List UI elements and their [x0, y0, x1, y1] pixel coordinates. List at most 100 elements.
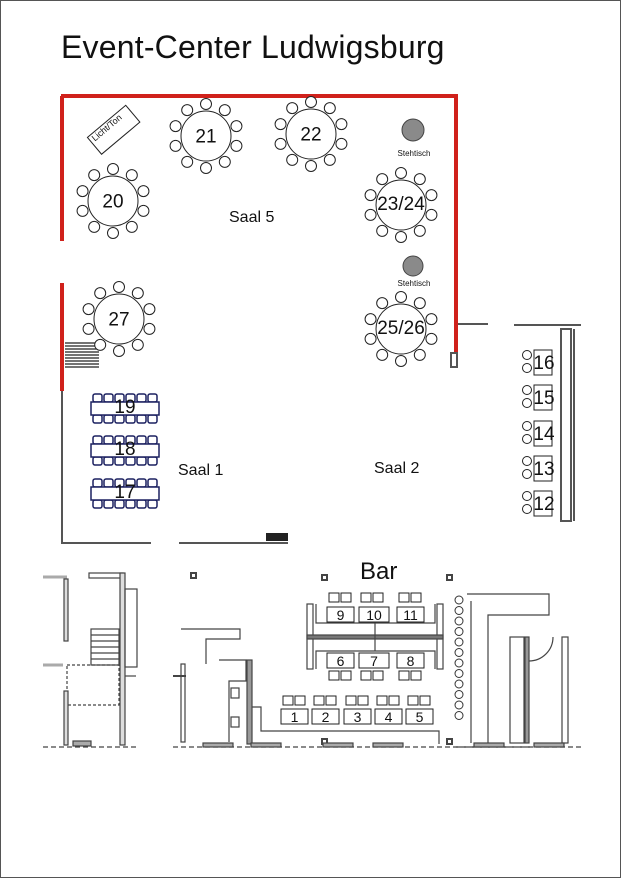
chair	[345, 695, 357, 706]
bar-stool	[454, 627, 464, 636]
chair	[522, 434, 532, 444]
room-label-saal1: Saal 1	[178, 462, 223, 479]
table-top	[90, 443, 160, 458]
side-table: 16	[522, 349, 555, 376]
chair	[92, 414, 103, 424]
table-top	[285, 108, 337, 160]
chair	[286, 153, 299, 166]
table-top	[358, 652, 390, 669]
bar-stool	[454, 658, 464, 668]
chair	[376, 297, 389, 310]
table-top	[90, 486, 160, 501]
chair	[522, 469, 532, 479]
side-table: 12	[522, 490, 555, 517]
table-top	[343, 708, 372, 725]
table-number: 15	[533, 388, 554, 409]
chair	[103, 456, 114, 466]
chair	[357, 695, 369, 706]
table-number: 14	[533, 424, 555, 445]
chair	[335, 118, 348, 131]
chair	[169, 120, 182, 133]
chair	[522, 363, 532, 373]
table-top	[326, 652, 355, 669]
chair	[136, 393, 147, 403]
chair	[335, 137, 348, 150]
chair	[230, 120, 243, 133]
table-number: 25/26	[377, 318, 425, 339]
chair	[274, 118, 287, 131]
table-top	[533, 349, 553, 376]
chair	[372, 592, 384, 603]
chair	[340, 670, 352, 681]
table-top	[326, 606, 355, 623]
chair	[92, 478, 103, 488]
chair	[376, 173, 389, 186]
chair	[274, 137, 287, 150]
chair	[131, 338, 144, 351]
chair	[76, 204, 89, 217]
round-table: 23/24	[364, 167, 438, 243]
chair	[218, 155, 231, 168]
chair	[425, 313, 438, 326]
table-number: 10	[366, 607, 382, 623]
banquet-table: 19	[90, 393, 160, 424]
chair	[103, 414, 114, 424]
chair	[395, 291, 407, 303]
chair	[323, 153, 336, 166]
side-table: 14	[522, 420, 555, 447]
chair	[294, 695, 306, 706]
table-number: 16	[533, 353, 554, 374]
round-table: 22	[274, 96, 348, 172]
chair	[364, 208, 377, 221]
chair	[407, 695, 419, 706]
chair	[376, 695, 388, 706]
chair	[425, 208, 438, 221]
table-top	[180, 110, 232, 162]
table-number: 22	[300, 125, 321, 146]
chair	[522, 491, 532, 501]
table-number: 6	[337, 653, 345, 669]
chair	[376, 348, 389, 361]
chair	[364, 332, 377, 345]
bar-table: 5	[405, 695, 434, 725]
table-top	[375, 303, 427, 355]
room-label-bar: Bar	[360, 558, 397, 585]
table-number: 13	[533, 459, 554, 480]
bar-table: 6	[326, 652, 355, 681]
chair	[360, 670, 372, 681]
chair	[305, 96, 317, 108]
bar-table: 7	[358, 652, 390, 681]
chair	[88, 220, 101, 233]
bar-stool	[454, 637, 464, 647]
chair	[522, 421, 532, 431]
round-table: 20	[76, 163, 150, 239]
radiator	[266, 533, 288, 541]
table-number: 3	[354, 709, 362, 725]
chair	[136, 478, 147, 488]
table-number: 4	[385, 709, 393, 725]
chair	[181, 155, 194, 168]
chair	[410, 670, 422, 681]
chair	[76, 185, 89, 198]
bar-structure	[43, 572, 581, 748]
table-number: 21	[195, 127, 216, 148]
side-table: 13	[522, 455, 555, 482]
chair	[376, 224, 389, 237]
chair	[395, 355, 407, 367]
bar-table: 2	[311, 695, 340, 725]
bar-stool	[454, 595, 464, 605]
bar-table: 10	[358, 592, 390, 623]
table-top	[396, 652, 425, 669]
chair	[88, 169, 101, 182]
chair	[286, 102, 299, 115]
chair	[372, 670, 384, 681]
chair	[94, 338, 107, 351]
table-number: 12	[533, 494, 554, 515]
bar-table: 11	[396, 592, 425, 623]
chair	[325, 695, 337, 706]
chair	[82, 322, 95, 335]
chair	[143, 303, 156, 316]
